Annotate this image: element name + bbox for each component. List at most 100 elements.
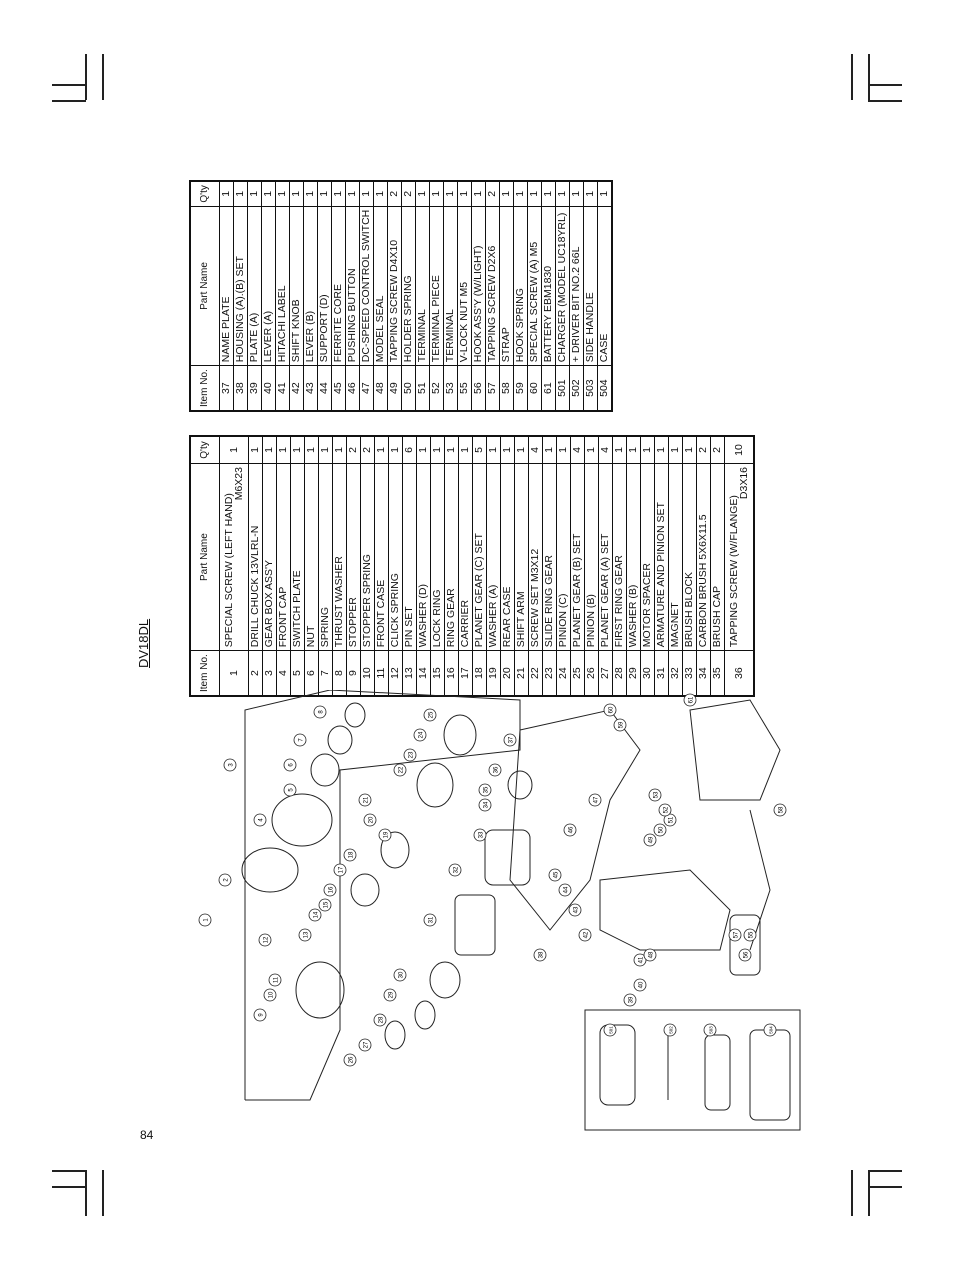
part-name-text: STRAP bbox=[500, 327, 513, 363]
part-name: CHARGER (MODEL UC18YRL) bbox=[555, 206, 570, 366]
callout-circle bbox=[393, 763, 407, 777]
callout-label: 47 bbox=[594, 796, 600, 803]
qty: 1 bbox=[359, 181, 374, 207]
callout-label: 501 bbox=[609, 1026, 614, 1034]
callout-circle bbox=[283, 783, 297, 797]
part-name-text: MODEL SEAL bbox=[374, 295, 387, 363]
item-no: 42 bbox=[289, 365, 304, 411]
header-qty: Q'ty bbox=[190, 181, 220, 207]
part-name-text: NAME PLATE bbox=[220, 296, 233, 363]
qty: 1 bbox=[584, 436, 599, 464]
part-name: PINION (B) bbox=[584, 463, 599, 651]
part-name-text: CHARGER (MODEL UC18YRL) bbox=[556, 212, 569, 363]
part-name-text: PIN SET bbox=[403, 606, 416, 648]
qty: 1 bbox=[304, 436, 319, 464]
callout-label: 49 bbox=[649, 836, 655, 843]
callout-circle bbox=[643, 833, 657, 847]
callout-circle bbox=[323, 883, 337, 897]
part-name: TAPPING SCREW (W/FLANGE)D3X16 bbox=[724, 463, 754, 651]
item-no: 501 bbox=[555, 365, 570, 411]
callout-label: 9 bbox=[259, 1013, 265, 1017]
qty: 1 bbox=[569, 181, 584, 207]
item-no: 53 bbox=[443, 365, 458, 411]
qty: 1 bbox=[682, 436, 697, 464]
ring-gear-shape bbox=[350, 873, 380, 907]
callout-label: 30 bbox=[399, 971, 405, 978]
part-name: WASHER (B) bbox=[626, 463, 641, 651]
qty: 1 bbox=[542, 436, 557, 464]
qty: 1 bbox=[486, 436, 501, 464]
part-name: MAGNET bbox=[668, 463, 683, 651]
part-name-text: CARRIER bbox=[459, 599, 472, 648]
part-name: LOCK RING bbox=[430, 463, 445, 651]
callout-circle bbox=[378, 828, 392, 842]
part-name-text: PINION (C) bbox=[557, 593, 570, 648]
callout-circle bbox=[358, 793, 372, 807]
qty: 1 bbox=[415, 181, 430, 207]
item-no: 46 bbox=[345, 365, 360, 411]
qty: 1 bbox=[261, 181, 276, 207]
part-name: MODEL SEAL bbox=[373, 206, 388, 366]
part-name: SUPPORT (D) bbox=[317, 206, 332, 366]
part-name-text: BRUSH CAP bbox=[711, 585, 724, 648]
part-name: SPECIAL SCREW (A) M5 bbox=[527, 206, 542, 366]
part-name-text: TAPPING SCREW D2X6 bbox=[486, 245, 499, 363]
callout-label: 28 bbox=[379, 1016, 385, 1023]
part-name-text: CARBON BRUSH 5X6X11.5 bbox=[697, 514, 710, 648]
rear-case-shape bbox=[416, 762, 454, 808]
callout-label: 25 bbox=[429, 711, 435, 718]
part-name: DRILL CHUCK 13VLRL-N bbox=[248, 463, 263, 651]
callout-label: 46 bbox=[569, 826, 575, 833]
crop-mark bbox=[868, 1170, 902, 1172]
qty: 1 bbox=[303, 181, 318, 207]
part-name-text: SWITCH PLATE bbox=[291, 570, 304, 648]
part-name: THRUST WASHER bbox=[332, 463, 347, 651]
part-name-text: DRILL CHUCK 13VLRL-N bbox=[249, 525, 262, 648]
callout-circle bbox=[633, 978, 647, 992]
callout-circle bbox=[333, 863, 347, 877]
callout-label: 31 bbox=[429, 916, 435, 923]
callout-label: 37 bbox=[509, 736, 515, 743]
part-name-text: TERMINAL PIECE bbox=[430, 275, 443, 363]
crop-mark bbox=[868, 54, 870, 100]
part-name-text: PUSHING BUTTON bbox=[346, 268, 359, 363]
qty: 1 bbox=[513, 181, 528, 207]
callout-group: 1234567891011121314151617181920212223242… bbox=[198, 693, 787, 1067]
part-name-text: TAPPING SCREW D4X10 bbox=[388, 239, 401, 363]
part-name: PLANET GEAR (B) SET bbox=[570, 463, 585, 651]
part-name: WASHER (A) bbox=[486, 463, 501, 651]
part-name: TERMINAL bbox=[443, 206, 458, 366]
callout-label: 61 bbox=[689, 696, 695, 703]
part-name-text: WASHER (D) bbox=[417, 584, 430, 648]
callout-circle bbox=[603, 1023, 617, 1037]
qty: 1 bbox=[640, 436, 655, 464]
crop-mark bbox=[52, 1170, 86, 1172]
qty: 1 bbox=[430, 436, 445, 464]
carrier-shape bbox=[380, 831, 410, 869]
part-name: MOTOR SPACER bbox=[640, 463, 655, 651]
crop-mark bbox=[52, 100, 86, 102]
callout-label: 2 bbox=[224, 878, 230, 882]
part-name: BRUSH BLOCK bbox=[682, 463, 697, 651]
callout-label: 48 bbox=[649, 951, 655, 958]
callout-label: 41 bbox=[639, 956, 645, 963]
callout-label: 24 bbox=[419, 731, 425, 738]
qty: 2 bbox=[346, 436, 361, 464]
part-name-text: + DRIVER BIT NO.2 66L bbox=[570, 246, 583, 363]
